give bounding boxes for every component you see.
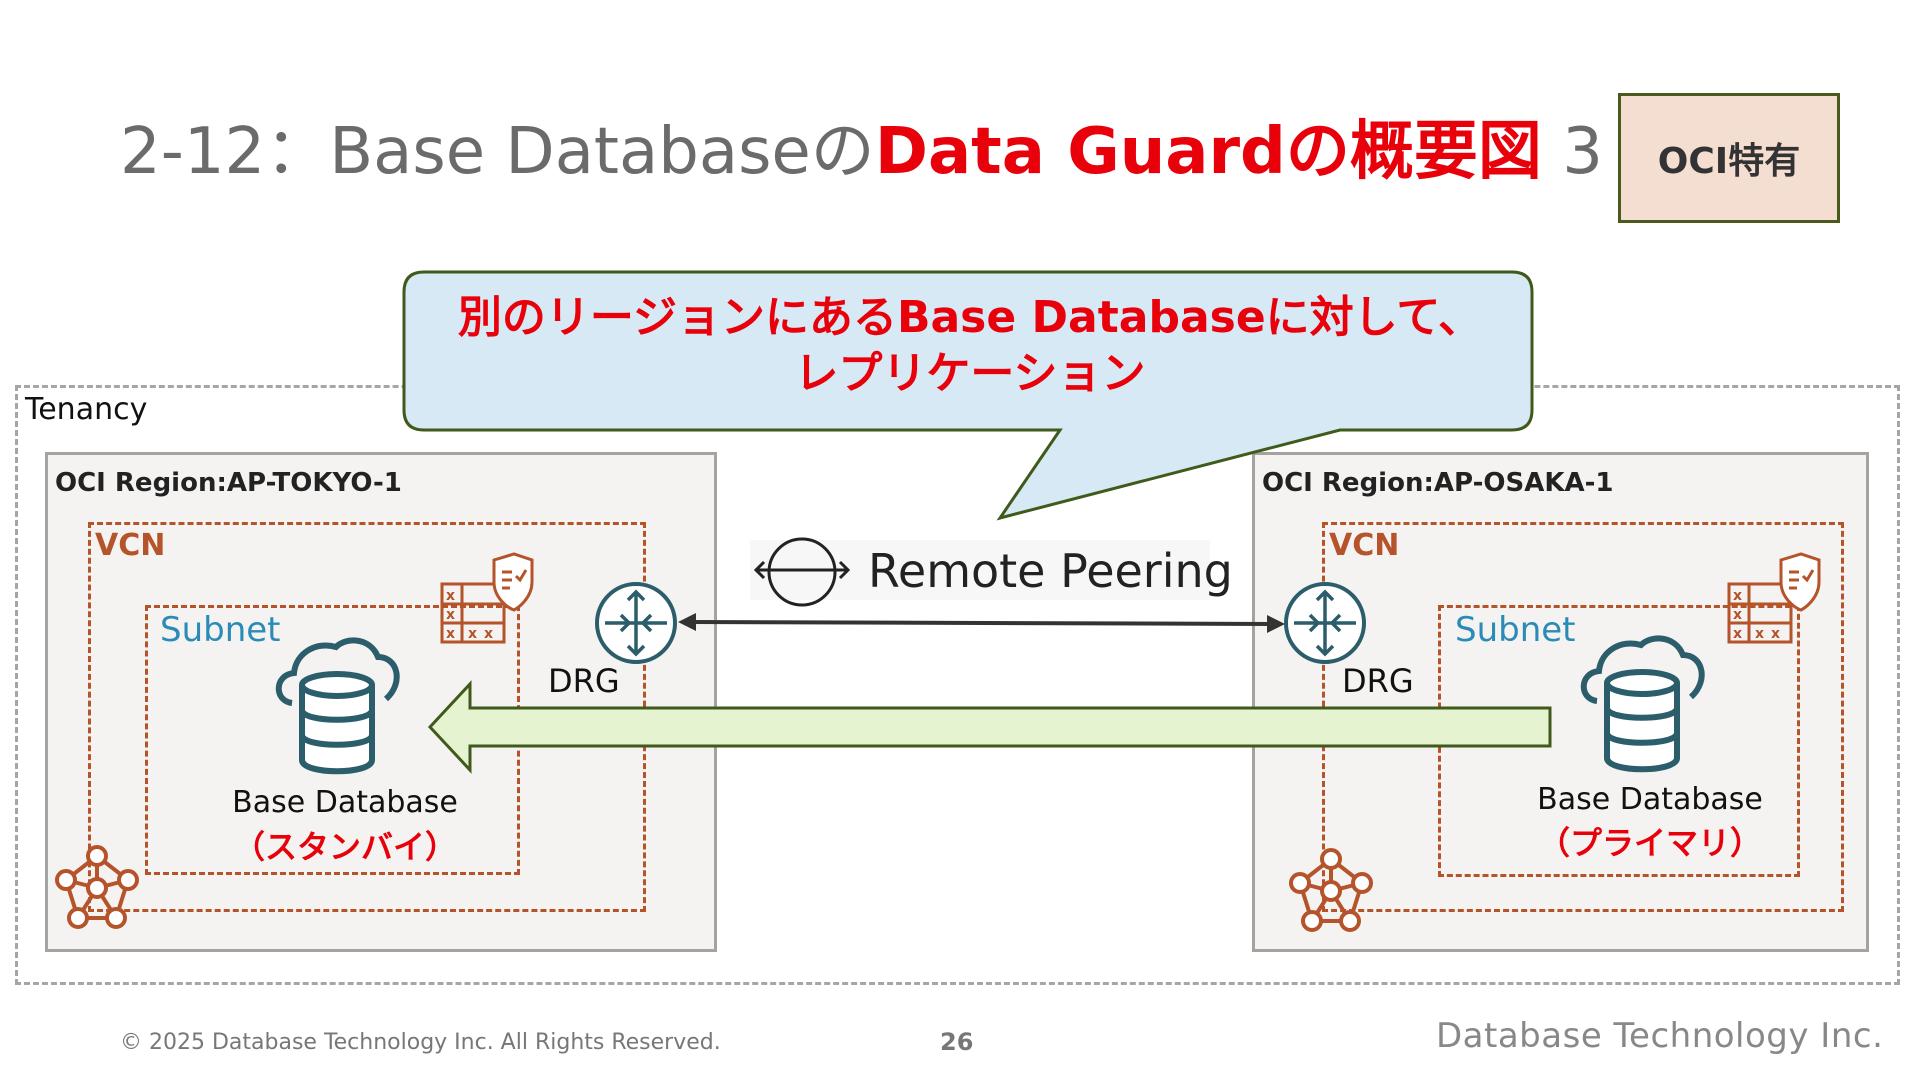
vcn-network-icon bbox=[55, 845, 139, 929]
db-tokyo-role: （スタンバイ） bbox=[232, 828, 457, 866]
svg-text:x: x bbox=[1771, 626, 1780, 642]
title-prefix: 2-12：Base Databaseの bbox=[120, 115, 875, 189]
svg-text:x: x bbox=[446, 626, 455, 642]
subnet-tokyo-label: Subnet bbox=[160, 610, 281, 650]
database-cloud-icon bbox=[1580, 635, 1705, 773]
svg-text:x: x bbox=[1733, 607, 1742, 623]
vcn-tokyo-label: VCN bbox=[95, 528, 166, 563]
remote-peering-label: Remote Peering bbox=[868, 544, 1233, 598]
title-suffix: 3 bbox=[1541, 115, 1603, 189]
vcn-network-icon bbox=[1289, 848, 1373, 932]
title-highlight: Data Guardの概要図 bbox=[874, 115, 1542, 189]
callout-line-1: 別のリージョンにあるBase Databaseに対して、 bbox=[457, 292, 1483, 343]
svg-text:x: x bbox=[1755, 626, 1764, 642]
svg-text:x: x bbox=[468, 626, 477, 642]
svg-text:x: x bbox=[484, 626, 493, 642]
db-tokyo-label: Base Database bbox=[232, 785, 458, 820]
subnet-osaka-label: Subnet bbox=[1455, 610, 1576, 650]
svg-text:x: x bbox=[1733, 588, 1742, 604]
svg-text:x: x bbox=[446, 588, 455, 604]
drg-router-icon bbox=[1284, 582, 1366, 664]
region-osaka-label: OCI Region:AP-OSAKA-1 bbox=[1262, 468, 1614, 498]
page-number: 26 bbox=[940, 1028, 974, 1056]
db-osaka-role: （プライマリ） bbox=[1537, 824, 1762, 862]
drg-tokyo-label: DRG bbox=[548, 662, 620, 700]
vcn-osaka-label: VCN bbox=[1329, 528, 1400, 563]
callout-text: 別のリージョンにあるBase Databaseに対して、 レプリケーション bbox=[430, 290, 1510, 402]
oci-specific-badge: OCI特有 bbox=[1618, 93, 1840, 223]
region-osaka bbox=[1252, 452, 1869, 952]
page-title: 2-12：Base DatabaseのData Guardの概要図 3 bbox=[120, 100, 1603, 192]
svg-text:x: x bbox=[446, 607, 455, 623]
region-tokyo bbox=[45, 452, 717, 952]
database-cloud-icon bbox=[275, 637, 400, 775]
callout-line-2: レプリケーション bbox=[794, 348, 1146, 399]
remote-peering-icon bbox=[753, 537, 851, 607]
region-tokyo-label: OCI Region:AP-TOKYO-1 bbox=[55, 468, 402, 498]
callout-bubble bbox=[402, 270, 1534, 521]
footer-brand-logo: Database Technology Inc. bbox=[1436, 1016, 1884, 1056]
footer-copyright: © 2025 Database Technology Inc. All Righ… bbox=[120, 1030, 721, 1055]
drg-router-icon bbox=[595, 582, 677, 664]
db-osaka-label: Base Database bbox=[1537, 782, 1763, 817]
svg-text:x: x bbox=[1733, 626, 1742, 642]
drg-osaka-label: DRG bbox=[1342, 662, 1414, 700]
tenancy-label: Tenancy bbox=[25, 392, 148, 427]
